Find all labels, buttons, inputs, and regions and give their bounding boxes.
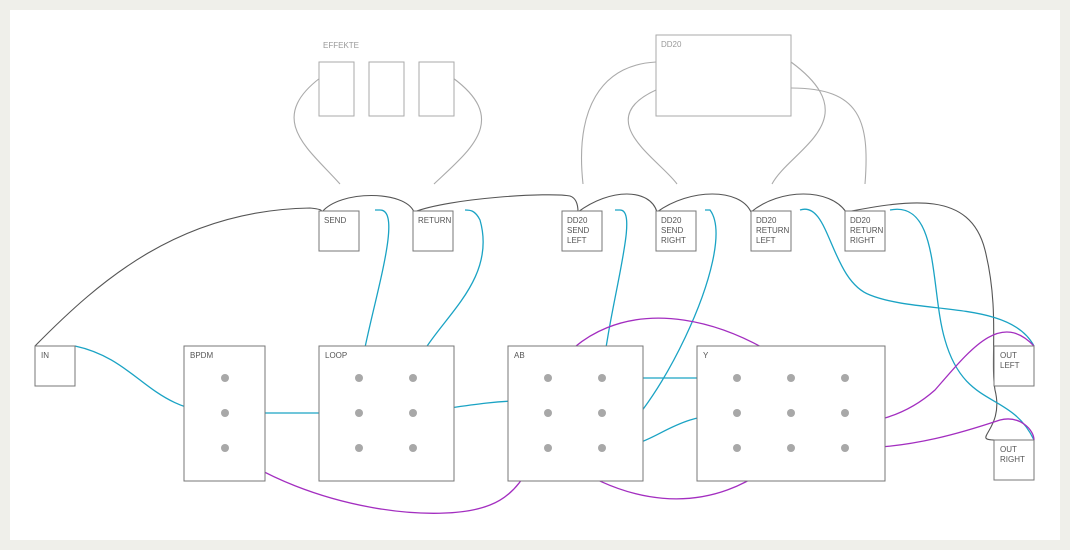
jack[interactable] [409,409,417,417]
patch-point-send-label: SEND [324,216,346,225]
dd20-send-left-label-3: LEFT [567,236,587,245]
return-to-loop-cable [412,209,484,379]
jack[interactable] [409,444,417,452]
jack[interactable] [598,374,606,382]
out-right-label-1: OUT [1000,445,1017,454]
module-bpdm[interactable]: BPDM [183,345,266,482]
dd20-send-link [577,193,658,213]
out-right-label-2: RIGHT [1000,455,1025,464]
send-return-link [321,195,415,213]
dd20-send-left-cable [581,61,657,185]
jack[interactable] [787,444,795,452]
out-left-label-2: LEFT [1000,361,1020,370]
dd20-return-left-label-2: RETURN [756,226,790,235]
in-to-send-cable [34,207,323,347]
effect-slot-3[interactable] [418,61,455,117]
patch-point-dd20-send-left[interactable]: DD20 SEND LEFT [561,210,603,252]
module-ab-label: AB [514,351,525,360]
patch-point-dd20-return-left[interactable]: DD20 RETURN LEFT [750,210,792,252]
dd20-send-left-label-1: DD20 [567,216,588,225]
dd20-return-left-label-3: LEFT [756,236,776,245]
jack[interactable] [598,409,606,417]
dd20-return-right-label-1: DD20 [850,216,871,225]
jack[interactable] [221,374,229,382]
jack[interactable] [841,374,849,382]
dd20-return-right-label-3: RIGHT [850,236,875,245]
module-loop-label: LOOP [325,351,347,360]
jack[interactable] [544,409,552,417]
patch-point-return[interactable]: RETURN [412,210,454,252]
jack[interactable] [409,374,417,382]
dd20-send-right-label-3: RIGHT [661,236,686,245]
effect-slot-1[interactable] [318,61,355,117]
return-right-to-out-cable [845,202,998,441]
jack[interactable] [733,374,741,382]
module-ab[interactable]: AB [507,345,644,482]
patch-point-dd20-send-right[interactable]: DD20 SEND RIGHT [655,210,697,252]
dd20-send-right-label-1: DD20 [661,216,682,225]
dd20-return-left-cable [771,61,826,185]
module-bpdm-label: BPDM [190,351,213,360]
out-left-label-1: OUT [1000,351,1017,360]
jack[interactable] [544,444,552,452]
output-jack-right[interactable]: OUT RIGHT [993,439,1035,481]
dd20-return-left-to-out-left-cable [799,208,1035,347]
dd20-unit[interactable] [655,34,792,117]
patch-diagram: EFFEKTE DD20 SEND RETURN DD20 SEND LEFT … [34,34,1035,514]
input-jack-in[interactable]: IN [34,345,76,387]
dd20-return-left-label-1: DD20 [756,216,777,225]
jack[interactable] [221,409,229,417]
dd20-return-right-cable [790,87,867,185]
output-jack-left[interactable]: OUT LEFT [993,345,1035,387]
module-loop[interactable]: LOOP [318,345,455,482]
jack[interactable] [221,444,229,452]
dd20-return-link [750,193,847,213]
dd20-return-right-label-2: RETURN [850,226,884,235]
effect-slot-2[interactable] [368,61,405,117]
patch-diagram-canvas: EFFEKTE DD20 SEND RETURN DD20 SEND LEFT … [10,10,1060,540]
jack[interactable] [355,374,363,382]
dd20-return-right-to-out-right-cable [889,208,1035,441]
module-y[interactable]: Y [696,345,886,482]
dd20-send-right-label-2: SEND [661,226,683,235]
dd20-loop-cables [581,61,867,185]
jack[interactable] [355,444,363,452]
in-label: IN [41,351,49,360]
module-y-label: Y [703,351,709,360]
dd20-send-right-cable [627,89,678,185]
main-chain-cables [34,193,998,441]
dd20-title: DD20 [661,40,682,49]
jack[interactable] [841,409,849,417]
effects-loop-cables [293,77,483,185]
jack[interactable] [355,409,363,417]
jack[interactable] [598,444,606,452]
patch-point-return-label: RETURN [418,216,452,225]
dd20-group[interactable]: DD20 [655,34,792,117]
dd20-send-left-label-2: SEND [567,226,589,235]
jack[interactable] [841,444,849,452]
effects-return-cable [433,77,483,185]
y-to-out-right-cable [844,418,1035,449]
jack[interactable] [787,374,795,382]
dd20-send-right-return-left-link [656,193,752,213]
patch-point-dd20-return-right[interactable]: DD20 RETURN RIGHT [844,210,886,252]
jack[interactable] [787,409,795,417]
jack[interactable] [544,374,552,382]
effects-group: EFFEKTE [318,41,455,117]
effects-send-cable [293,77,341,185]
jack[interactable] [733,444,741,452]
patch-point-send[interactable]: SEND [318,210,360,252]
return-dd20-send-left-link [413,194,579,213]
effects-title: EFFEKTE [323,41,359,50]
jack[interactable] [733,409,741,417]
